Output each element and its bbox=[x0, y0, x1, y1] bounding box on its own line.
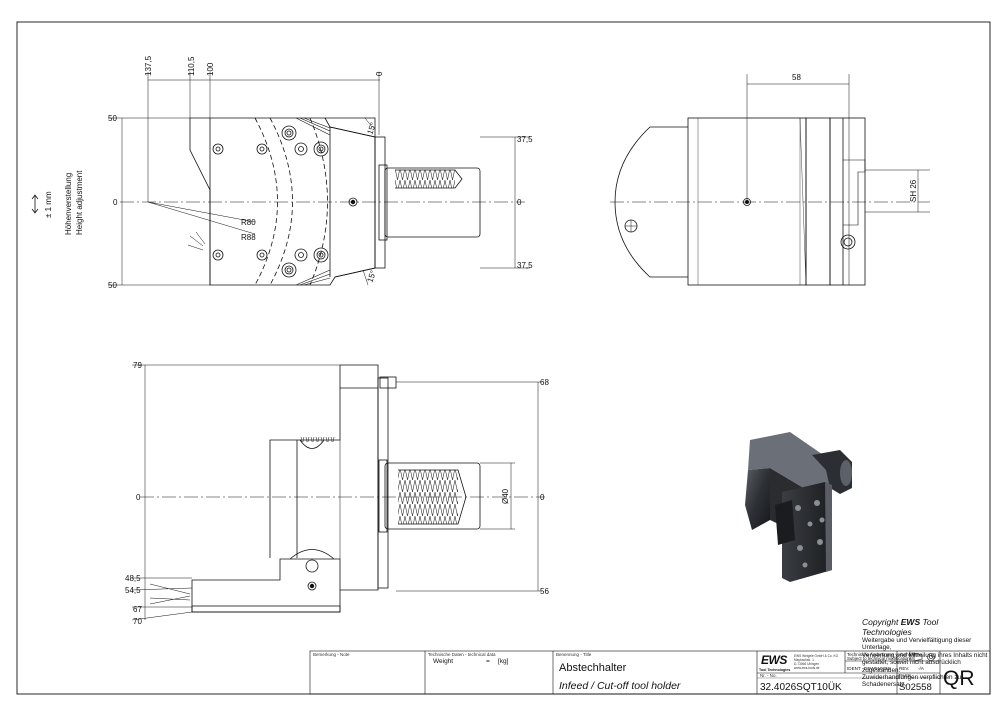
dim-0-front-left: 0 bbox=[136, 493, 141, 502]
designation-label: Benennung - Title bbox=[556, 652, 592, 657]
weight-unit: [kg] bbox=[498, 658, 509, 665]
angle-15-upper: 15° bbox=[365, 121, 378, 135]
adjust-label-de: Höhenverstellung bbox=[64, 173, 73, 235]
copyright-line: Weitergabe und Vervielfältigung dieser U… bbox=[862, 637, 972, 652]
adjust-label-en: Height adjustment bbox=[75, 170, 84, 235]
company-line-3: D-73066 Uhingen bbox=[794, 662, 819, 666]
tech-note-de: Technische Änderungen vorbehalten! bbox=[847, 652, 920, 657]
copyright-line: Zuwiderhandlungen verpflichten zu Schade… bbox=[862, 674, 962, 689]
dim-56: 56 bbox=[540, 587, 549, 596]
remark-label: Bemerkung - Note bbox=[313, 652, 350, 657]
copyright-brand: EWS bbox=[900, 617, 921, 627]
adjust-range-label: ± 1 mm bbox=[44, 191, 53, 218]
page-label: PAGE bbox=[899, 673, 911, 678]
angle-15-lower: 15° bbox=[365, 269, 378, 283]
front-view-dimensions: 79 0 48,5 54,5 67 70 68 0 56 Ø40 bbox=[125, 361, 549, 626]
front-view bbox=[131, 364, 545, 621]
dim-68: 68 bbox=[540, 378, 549, 387]
ident-label: IDENT bbox=[847, 666, 861, 671]
copyright-suffix: Tool Technologies bbox=[862, 617, 939, 637]
radius-r88: R88 bbox=[241, 233, 256, 242]
company-line-1: EWS Weigele GmbH & Co. KG bbox=[794, 654, 839, 658]
ews-logo: EWS bbox=[761, 653, 787, 667]
dim-54-5: 54,5 bbox=[125, 586, 141, 595]
projection-symbol-icon bbox=[913, 652, 923, 662]
dim-137-5: 137,5 bbox=[144, 55, 153, 76]
qr-label: QR bbox=[943, 667, 975, 690]
dim-37-5-upper: 37,5 bbox=[517, 135, 533, 144]
side-view bbox=[610, 74, 930, 286]
ews-logo-sub: Tool Technologies bbox=[759, 668, 790, 672]
drawing-frame bbox=[16, 21, 991, 695]
weight-equals: = bbox=[486, 658, 490, 665]
copyright-prefix: Copyright bbox=[862, 617, 901, 627]
dim-50-upper: 50 bbox=[108, 114, 117, 123]
title-german: Abstechhalter bbox=[559, 662, 627, 674]
dim-58: 58 bbox=[792, 73, 801, 82]
ident-value: DEW510336 bbox=[864, 666, 890, 671]
company-line-4: www.ews-tools.de bbox=[794, 666, 820, 670]
radius-r80: R80 bbox=[241, 218, 256, 227]
title-block-text: Bemerkung - Note Technische Daten - tech… bbox=[313, 652, 975, 693]
copyright-title: Copyright EWS Tool Technologies bbox=[862, 617, 990, 637]
dim-0-left: 0 bbox=[113, 198, 118, 207]
height-adjust-arrow-icon bbox=[31, 194, 39, 214]
side-view-dimensions: 58 SH 26 bbox=[792, 73, 918, 202]
top-view bbox=[108, 72, 530, 286]
dim-50-lower: 50 bbox=[108, 281, 117, 290]
weight-label: Weight bbox=[433, 658, 453, 665]
dim-sh26: SH 26 bbox=[909, 179, 918, 202]
isometric-view-image bbox=[745, 432, 852, 582]
dim-110-5: 110,5 bbox=[187, 56, 196, 76]
dim-48-5: 48,5 bbox=[125, 574, 141, 583]
title-english: Infeed / Cut-off tool holder bbox=[559, 680, 681, 692]
dim-diameter-40: Ø40 bbox=[501, 488, 510, 504]
ews-logo-box bbox=[760, 653, 792, 667]
title-block bbox=[309, 650, 991, 695]
company-line-2: Maybachstr. 1 bbox=[794, 658, 814, 662]
dim-0-front-right: 0 bbox=[540, 493, 545, 502]
tech-data-label: Technische Daten - technical data bbox=[428, 652, 496, 657]
dim-0-top: 0 bbox=[375, 71, 384, 76]
dim-0-right: 0 bbox=[517, 198, 522, 207]
dim-100: 100 bbox=[206, 62, 215, 76]
tech-note-en: Subject to technical modifications! bbox=[847, 656, 913, 661]
rev-value: -/A bbox=[918, 666, 925, 671]
part-number-label: Nr. - No. bbox=[760, 673, 777, 678]
part-number: 32.4026SQT10ÜK bbox=[760, 681, 842, 693]
page-number: S02558 bbox=[899, 682, 932, 693]
copyright-line: Verwertung und Mitteilung ihres Inhalts … bbox=[862, 651, 988, 659]
copyright-notice: Copyright EWS Tool Technologies Weiterga… bbox=[862, 617, 990, 689]
dim-37-5-lower: 37,5 bbox=[517, 261, 533, 270]
top-view-dimensions: 137,5 110,5 100 0 50 0 50 37,5 0 37,5 15… bbox=[31, 55, 533, 290]
copyright-line: gestattet, soweit nicht ausdrücklich zug… bbox=[862, 659, 961, 674]
dim-79: 79 bbox=[133, 361, 142, 370]
dim-67: 67 bbox=[133, 605, 142, 614]
rev-label: REV. bbox=[899, 666, 909, 671]
dim-70: 70 bbox=[133, 617, 142, 626]
